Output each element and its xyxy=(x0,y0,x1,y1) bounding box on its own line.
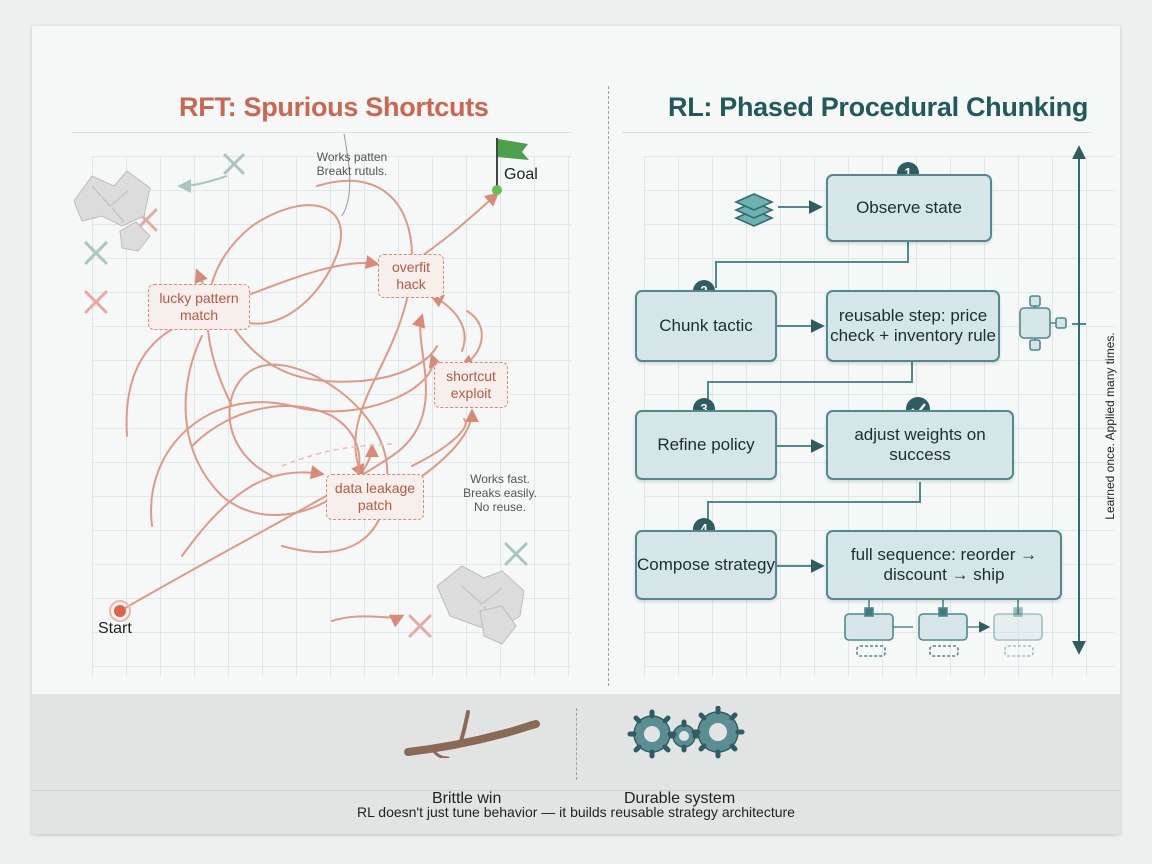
tangled-paths xyxy=(73,133,529,645)
flow-connectors xyxy=(707,145,1086,657)
sequence-chain xyxy=(844,596,1043,657)
step-refine-policy: Refine policy xyxy=(635,410,777,480)
hack-lucky-pattern-match: lucky pattern match xyxy=(148,284,250,330)
side-label: Learned once. Applied many times. xyxy=(1103,332,1117,520)
footer-divider xyxy=(576,708,577,780)
step-observe-state: Observe state xyxy=(826,174,992,242)
caption-rule xyxy=(32,790,1120,791)
step-4-detail: full sequence: reorder → discount → ship xyxy=(826,530,1062,600)
step-2-detail: reusable step: price check + inventory r… xyxy=(826,290,1000,362)
step-3-detail: adjust weights on success xyxy=(826,410,1014,480)
step-chunk-tactic: Chunk tactic xyxy=(635,290,777,362)
rl-title-rule xyxy=(622,132,1092,133)
note-side: Works fast. Breaks easily. No reuse. xyxy=(463,472,537,514)
layers-icon xyxy=(734,193,774,227)
step-compose-strategy: Compose strategy xyxy=(635,530,777,600)
brittle-win-label: Brittle win xyxy=(432,790,502,807)
start-label: Start xyxy=(98,620,132,637)
hack-shortcut-exploit: shortcut exploit xyxy=(434,362,508,408)
mini-flow-icon xyxy=(1019,295,1067,351)
rft-title: RFT: Spurious Shortcuts xyxy=(179,92,489,122)
durable-system-label: Durable system xyxy=(624,790,736,807)
start-point xyxy=(114,605,126,617)
footer-band: Brittle win Durable system xyxy=(32,694,1120,834)
hack-overfit: overfit hack xyxy=(378,254,444,298)
gears-icon xyxy=(627,706,745,759)
caption: RL doesn't just tune behavior — it build… xyxy=(357,804,795,820)
rft-title-rule xyxy=(72,132,572,133)
hack-data-leakage-patch: data leakage patch xyxy=(326,474,424,520)
rl-title: RL: Phased Procedural Chunking xyxy=(668,92,1089,122)
branch-icon xyxy=(404,710,540,758)
note-top: Works patten Breakt rutuls. xyxy=(316,150,388,178)
panel-divider xyxy=(608,86,609,686)
diagram-card: RFT: Spurious Shortcuts RL: Phased Proce… xyxy=(32,26,1120,834)
goal-label: Goal xyxy=(504,166,538,183)
goal-flag xyxy=(498,139,529,160)
